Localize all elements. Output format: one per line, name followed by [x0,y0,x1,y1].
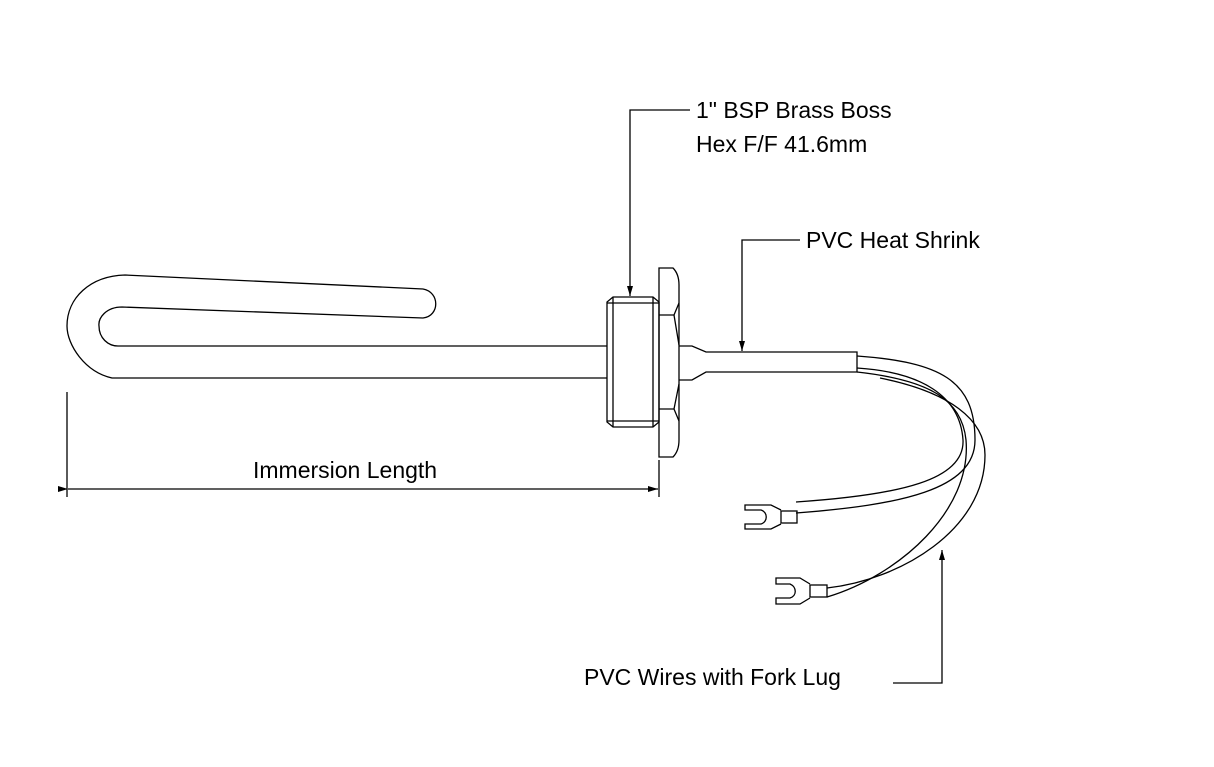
heat-shrink-sleeve [679,345,858,381]
boss-label-line2: Hex F/F 41.6mm [696,131,867,157]
leader-wires [893,550,945,684]
wires-label: PVC Wires with Fork Lug [584,664,841,690]
hex-flange [658,267,680,458]
leader-boss [627,109,690,296]
brass-boss [606,296,660,428]
fork-lug-1 [744,504,798,530]
pvc-wires [795,355,986,598]
immersion-length-dimension [58,392,660,497]
leader-heat-shrink [739,239,800,351]
fork-lug-2 [775,577,828,605]
heat-shrink-label: PVC Heat Shrink [806,227,980,253]
heating-element [66,274,607,379]
immersion-length-label: Immersion Length [253,457,437,483]
boss-label-line1: 1" BSP Brass Boss [696,97,892,123]
